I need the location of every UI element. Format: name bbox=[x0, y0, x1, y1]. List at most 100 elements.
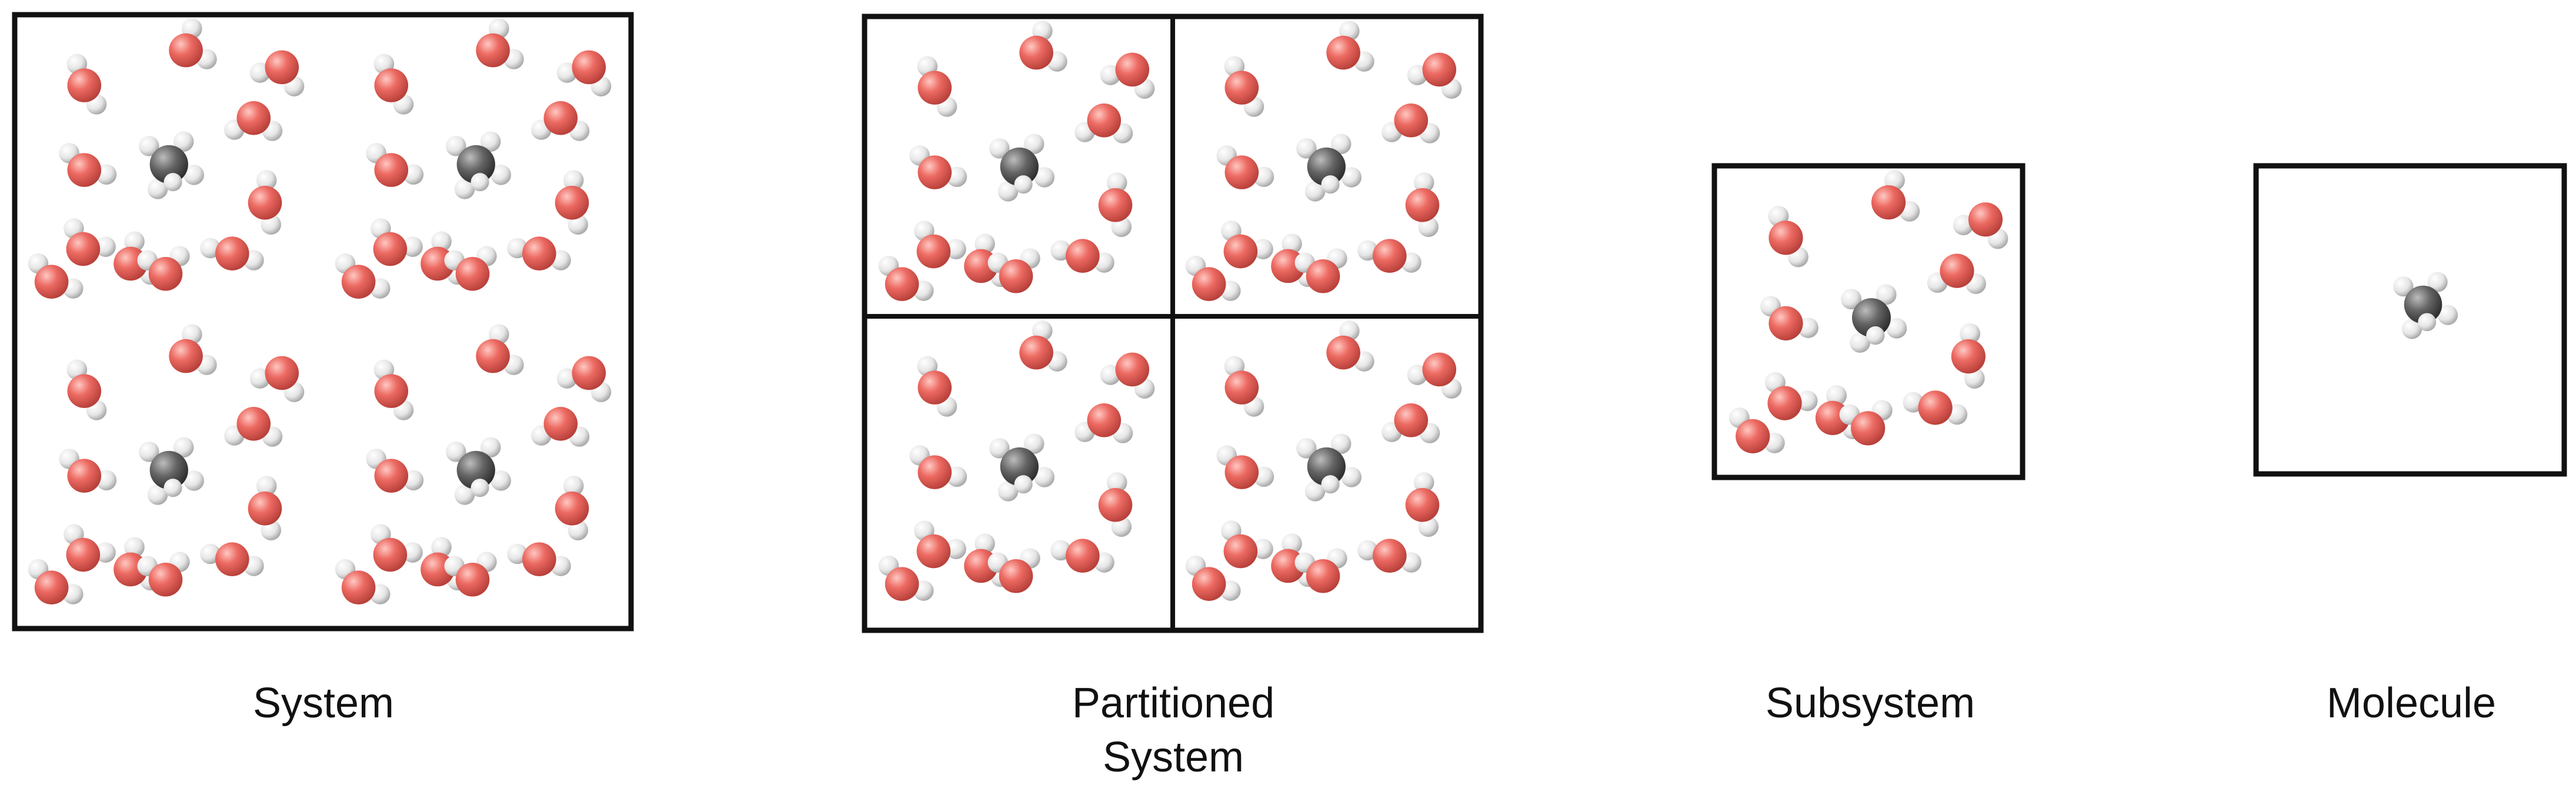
oxygen-atom bbox=[1224, 155, 1259, 189]
hydrogen-atom bbox=[454, 484, 475, 505]
hydrogen-atom bbox=[2418, 313, 2437, 332]
oxygen-atom bbox=[1767, 386, 1802, 420]
oxygen-atom bbox=[148, 562, 183, 597]
water-molecule bbox=[1405, 172, 1440, 238]
oxygen-atom bbox=[1224, 455, 1259, 489]
oxygen-atom bbox=[1087, 103, 1122, 138]
hydrogen-atom bbox=[1826, 385, 1847, 406]
oxygen-atom bbox=[373, 537, 408, 572]
subsystem-caption: Subsystem bbox=[1606, 676, 2135, 730]
hydrogen-atom bbox=[563, 476, 584, 496]
oxygen-atom bbox=[543, 407, 578, 441]
water-molecule bbox=[556, 50, 612, 96]
hydrogen-atom bbox=[1886, 318, 1907, 339]
oxygen-atom bbox=[1115, 352, 1150, 387]
methane-molecule bbox=[139, 131, 205, 199]
hydrogen-atom bbox=[1413, 472, 1434, 493]
water-molecule bbox=[1098, 172, 1133, 238]
water-molecule bbox=[1871, 170, 1920, 222]
oxygen-atom bbox=[476, 339, 510, 373]
water-molecule bbox=[1221, 220, 1273, 269]
water-molecule bbox=[444, 246, 497, 291]
hydrogen-atom bbox=[1253, 466, 1274, 487]
hydrogen-atom bbox=[1296, 438, 1317, 459]
hydrogen-atom bbox=[997, 481, 1019, 502]
water-molecule bbox=[1050, 539, 1115, 573]
oxygen-atom bbox=[1019, 35, 1053, 70]
water-molecule bbox=[249, 50, 305, 96]
oxygen-atom bbox=[885, 567, 919, 601]
hydrogen-atom bbox=[1282, 233, 1302, 254]
oxygen-atom bbox=[1851, 411, 1886, 446]
water-molecule bbox=[1098, 472, 1133, 537]
system-label: System bbox=[252, 680, 395, 727]
oxygen-atom bbox=[341, 570, 376, 604]
hydrogen-atom bbox=[139, 442, 159, 462]
water-molecule bbox=[1294, 248, 1347, 293]
oxygen-atom bbox=[1098, 488, 1133, 522]
oxygen-atom bbox=[66, 232, 101, 266]
carbon-atom bbox=[149, 450, 188, 490]
oxygen-atom bbox=[916, 534, 951, 569]
oxygen-atom bbox=[67, 374, 102, 408]
hydrogen-atom bbox=[124, 231, 145, 252]
oxygen-atom bbox=[1951, 339, 1986, 374]
subsystem-frame bbox=[1711, 163, 2026, 480]
oxygen-atom bbox=[248, 492, 282, 526]
hydrogen-atom bbox=[1034, 167, 1055, 188]
methane-molecule bbox=[2393, 272, 2458, 339]
water-molecule bbox=[507, 542, 571, 576]
water-molecule bbox=[917, 356, 957, 417]
hydrogen-atom bbox=[1330, 433, 1352, 455]
oxygen-atom bbox=[248, 186, 282, 220]
oxygen-atom bbox=[1098, 188, 1133, 222]
water-molecule bbox=[64, 218, 116, 266]
water-molecule bbox=[1100, 52, 1155, 99]
partitioned-system-molecules bbox=[878, 21, 1462, 601]
hydrogen-atom bbox=[1841, 289, 1862, 310]
water-molecule bbox=[878, 555, 934, 601]
water-molecule bbox=[909, 145, 967, 189]
hydrogen-atom bbox=[95, 236, 116, 257]
hydrogen-atom bbox=[946, 239, 966, 259]
water-molecule bbox=[59, 143, 117, 187]
oxygen-atom bbox=[916, 234, 951, 269]
hydrogen-atom bbox=[2393, 276, 2414, 297]
hydrogen-atom bbox=[989, 138, 1010, 159]
hydrogen-atom bbox=[946, 166, 967, 188]
water-molecule bbox=[476, 324, 524, 375]
water-molecule bbox=[1185, 255, 1241, 301]
water-molecule bbox=[1185, 555, 1241, 601]
hydrogen-atom bbox=[1034, 467, 1055, 487]
hydrogen-atom bbox=[1797, 390, 1818, 412]
oxygen-atom bbox=[1306, 559, 1340, 593]
water-molecule bbox=[1075, 103, 1133, 143]
water-molecule bbox=[200, 236, 264, 271]
hydrogen-atom bbox=[183, 165, 205, 185]
carbon-atom bbox=[456, 145, 495, 184]
hydrogen-atom bbox=[563, 170, 584, 191]
water-molecule bbox=[59, 449, 117, 493]
oxygen-atom bbox=[917, 155, 952, 189]
water-molecule bbox=[1382, 403, 1440, 443]
hydrogen-atom bbox=[490, 470, 512, 491]
oxygen-atom bbox=[1223, 534, 1258, 569]
hydrogen-atom bbox=[1321, 475, 1340, 494]
water-molecule bbox=[878, 255, 934, 301]
hydrogen-atom bbox=[1304, 481, 1326, 502]
oxygen-atom bbox=[1968, 202, 2003, 237]
water-molecule bbox=[169, 324, 217, 375]
hydrogen-atom bbox=[147, 484, 168, 505]
hydrogen-atom bbox=[1876, 284, 1897, 305]
hydrogen-atom bbox=[403, 470, 424, 491]
oxygen-atom bbox=[917, 370, 952, 405]
oxygen-atom bbox=[1306, 259, 1340, 293]
hydrogen-atom bbox=[1023, 133, 1045, 155]
water-molecule bbox=[366, 449, 424, 493]
oxygen-atom bbox=[1871, 185, 1906, 220]
water-molecule bbox=[531, 407, 590, 447]
oxygen-atom bbox=[999, 259, 1033, 293]
oxygen-atom bbox=[236, 101, 271, 135]
water-molecule bbox=[909, 445, 967, 489]
water-molecule bbox=[1075, 403, 1133, 443]
